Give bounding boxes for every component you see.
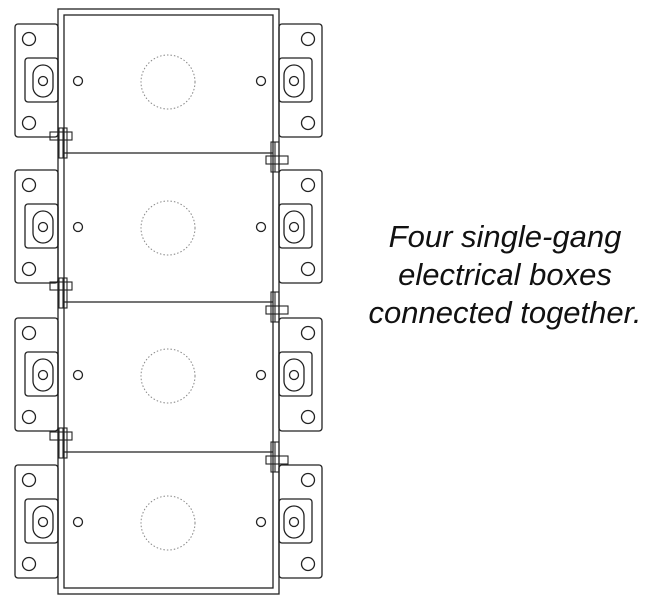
- left-mounting-ear: [14, 23, 59, 138]
- left-clip-1: [49, 127, 73, 159]
- right-mounting-ear: [278, 464, 323, 579]
- right-clip-3: [265, 441, 289, 473]
- knockout-circle: [140, 348, 196, 404]
- electrical-box-1: [14, 23, 323, 138]
- knockout-circle: [140, 495, 196, 551]
- caption-line-1: Four single-gang: [388, 219, 622, 254]
- diagram-caption: Four single-gang electrical boxes connec…: [340, 218, 653, 332]
- right-screw-hole: [255, 516, 267, 528]
- right-screw-hole: [255, 75, 267, 87]
- right-clip-1: [265, 141, 289, 173]
- left-screw-hole: [72, 516, 84, 528]
- right-mounting-ear: [278, 169, 323, 284]
- left-screw-hole: [72, 75, 84, 87]
- connector-clips: [49, 127, 289, 473]
- left-mounting-ear: [14, 317, 59, 432]
- caption-line-3: connected together.: [368, 295, 642, 330]
- electrical-box-2: [14, 169, 323, 284]
- right-clip-2: [265, 291, 289, 323]
- knockout-circle: [140, 54, 196, 110]
- right-mounting-ear: [278, 23, 323, 138]
- left-clip-2: [49, 277, 73, 309]
- left-mounting-ear: [14, 169, 59, 284]
- right-screw-hole: [255, 221, 267, 233]
- right-screw-hole: [255, 369, 267, 381]
- electrical-box-4: [14, 464, 323, 579]
- box-seams: [64, 152, 273, 453]
- left-mounting-ear: [14, 464, 59, 579]
- left-screw-hole: [72, 221, 84, 233]
- knockout-circle: [140, 200, 196, 256]
- caption-line-2: electrical boxes: [398, 257, 612, 292]
- left-clip-3: [49, 427, 73, 459]
- right-mounting-ear: [278, 317, 323, 432]
- electrical-box-3: [14, 317, 323, 432]
- left-screw-hole: [72, 369, 84, 381]
